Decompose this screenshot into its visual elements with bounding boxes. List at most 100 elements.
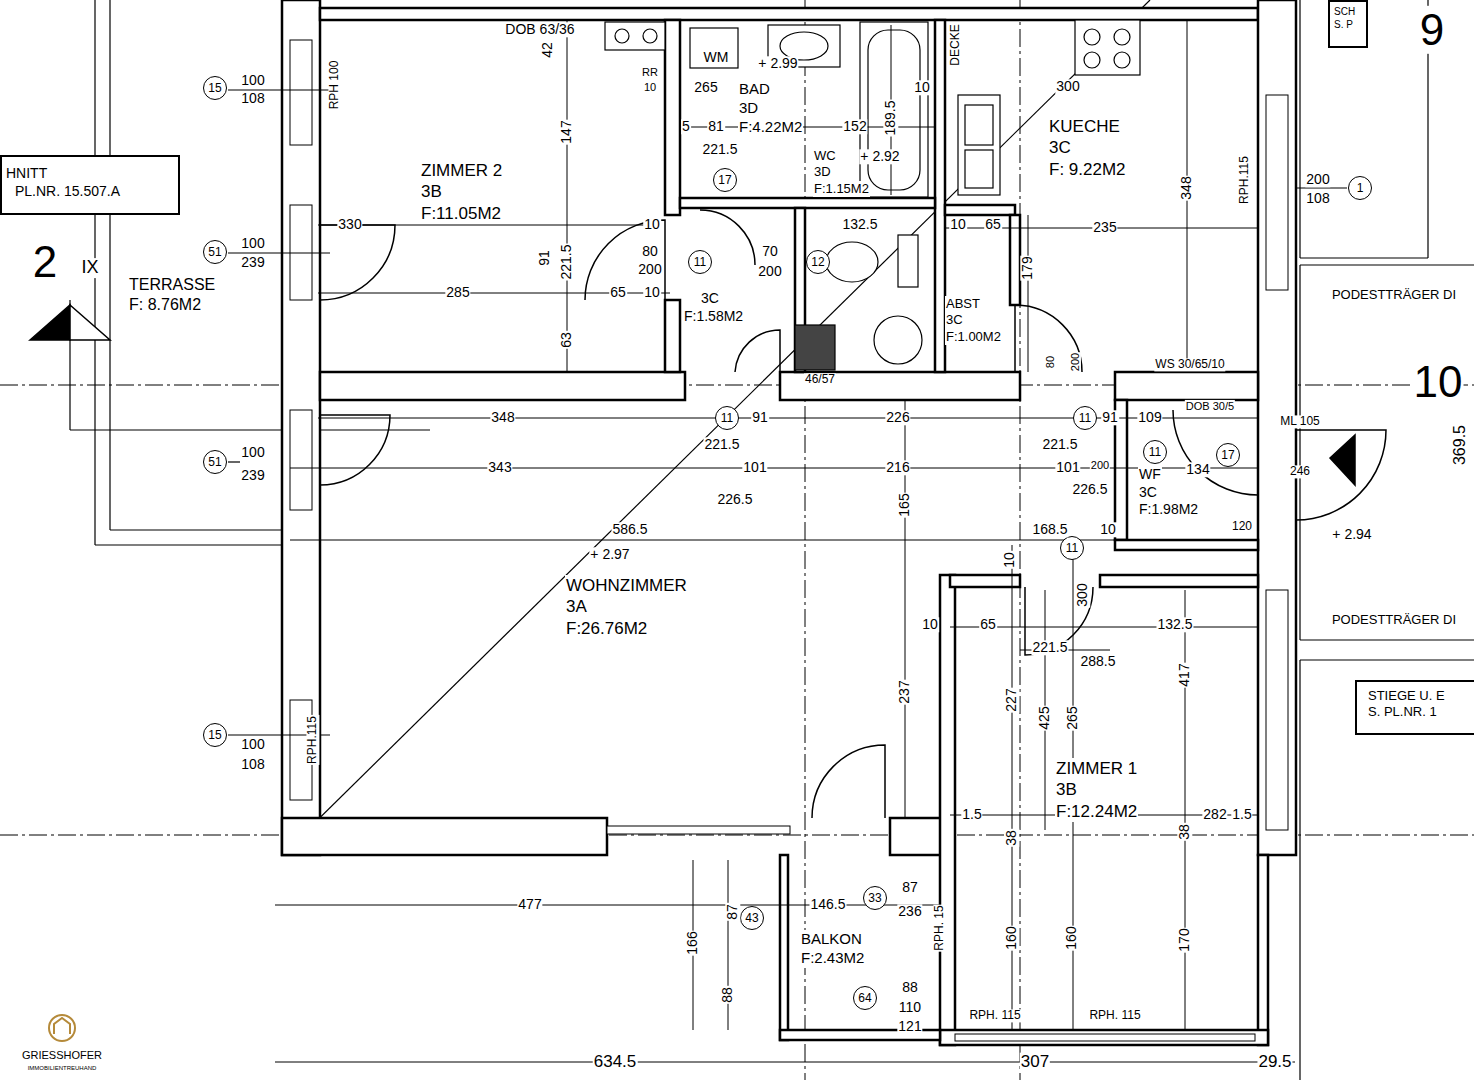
dimension-label: RR — [641, 66, 659, 78]
dimension-label: 10 — [913, 80, 931, 95]
room-text: F:4.22M2 — [738, 118, 803, 137]
dimension-label: 216 — [885, 460, 910, 475]
dimension-label: IX — [80, 258, 99, 278]
room-text: F: 8.76M2 — [128, 295, 202, 315]
dimension-label: 88 — [901, 980, 919, 995]
dimension-label: 200 — [637, 262, 662, 277]
callout-number: 15 — [203, 76, 227, 100]
callout-text: 11 — [1148, 445, 1162, 460]
dimension-label: 226.5 — [1071, 482, 1108, 497]
dimension-label: 100 — [240, 73, 265, 88]
dimension-label: 165 — [897, 492, 912, 517]
outline-line — [1299, 660, 1300, 1080]
grid-line — [0, 835, 1474, 836]
section-marker — [30, 305, 70, 340]
dimension-label: RPH. 115 — [1088, 1009, 1141, 1022]
dimension-label: PODESTTRÄGER DI — [1331, 288, 1457, 302]
dimension-label: 5 — [681, 119, 691, 134]
dimension-label: 288.5 — [1079, 654, 1116, 669]
room-text: F:26.76M2 — [565, 618, 648, 639]
outline-line — [109, 0, 110, 530]
title-box: HNITTPL.NR. 15.507.A — [0, 155, 180, 215]
dimension-label: 65 — [984, 217, 1002, 232]
dimension-label: 88 — [720, 986, 735, 1004]
room-text: ABST — [945, 296, 981, 312]
dimension-label: 10 — [643, 217, 661, 232]
callout-text: 11 — [1065, 541, 1079, 556]
dimension-label: 348 — [490, 410, 515, 425]
wall — [940, 1030, 1268, 1045]
room-text: F: 9.22M2 — [1048, 159, 1127, 180]
dimension-label: 179 — [1020, 255, 1035, 280]
dimension-label: WS 30/65/10 — [1154, 358, 1225, 371]
dimension-label: 121 — [897, 1019, 922, 1034]
fixture — [795, 325, 835, 370]
dimension-label: 425 — [1037, 705, 1052, 730]
dimension-label: DECKE — [949, 23, 962, 66]
room-text: F:1.58M2 — [683, 308, 744, 326]
outline-line — [1300, 264, 1474, 265]
dimension-line — [1028, 215, 1029, 372]
dimension-label: 477 — [517, 897, 542, 912]
dimension-label: 265 — [693, 80, 718, 95]
wall — [1258, 855, 1268, 1045]
dimension-label: 91 — [751, 410, 769, 425]
window — [607, 826, 790, 834]
window — [955, 1034, 1255, 1041]
dimension-label: 226 — [885, 410, 910, 425]
fixture — [1084, 29, 1100, 45]
dimension-label: 200 — [1069, 352, 1081, 372]
door-swing — [735, 330, 780, 372]
callout-text: 64 — [857, 991, 872, 1006]
dimension-label: 65 — [979, 617, 997, 632]
window — [290, 410, 312, 510]
window — [1266, 590, 1288, 830]
dimension-label: 265 — [1065, 705, 1080, 730]
wall — [665, 300, 680, 372]
fixture — [615, 29, 629, 43]
room-text: 3C — [1138, 484, 1158, 502]
dimension-label: DOB 63/36 — [504, 22, 575, 37]
dimension-label: 109 — [1137, 410, 1162, 425]
dimension-label: 81 — [707, 119, 725, 134]
room-text: F:1.15M2 — [813, 181, 870, 197]
dimension-label: 132.5 — [1156, 617, 1193, 632]
logo — [49, 1015, 75, 1041]
dimension-label: 9 — [1419, 6, 1445, 54]
wall — [282, 818, 607, 855]
window — [290, 40, 1288, 1041]
fixture — [605, 22, 665, 50]
dimension-label: 200 — [1090, 459, 1110, 471]
callout-number: 64 — [853, 986, 877, 1010]
dimension-line — [318, 225, 660, 226]
dimension-label: 38 — [1004, 829, 1019, 847]
dimension-label: + 2.97 — [589, 547, 630, 562]
outline-line — [110, 529, 282, 530]
dimension-label: 42 — [540, 41, 555, 59]
room-label: ABST3CF:1.00M2 — [942, 290, 1028, 370]
outline-line — [95, 544, 282, 545]
wall — [1115, 372, 1258, 400]
outline-line — [1299, 265, 1300, 640]
callout-text: 12 — [810, 255, 825, 270]
callout-text: 15 — [207, 728, 222, 743]
dimension-label: 146.5 — [809, 897, 846, 912]
fixture — [874, 316, 922, 364]
room-text: STIEGE U. E — [1367, 688, 1446, 704]
dimension-line — [1185, 590, 1186, 1030]
dimension-label: 100 — [240, 236, 265, 251]
dimension-label: 160 — [1064, 925, 1079, 950]
callout-text: 11 — [693, 255, 707, 270]
room-text: 3C — [1048, 137, 1072, 158]
door-swing — [320, 415, 390, 485]
section-marker — [1330, 435, 1355, 485]
room-text: F:12.24M2 — [1055, 801, 1138, 822]
dimension-label: 1.5 — [961, 807, 982, 822]
dimension-label: 108 — [1305, 191, 1330, 206]
door-swing — [1173, 410, 1258, 495]
dimension-label: 10 — [1002, 551, 1017, 569]
room-text: 3C — [700, 290, 720, 308]
room-text: F:11.05M2 — [420, 203, 502, 224]
outline-line — [70, 429, 430, 430]
dimension-label: 134 — [1185, 462, 1210, 477]
